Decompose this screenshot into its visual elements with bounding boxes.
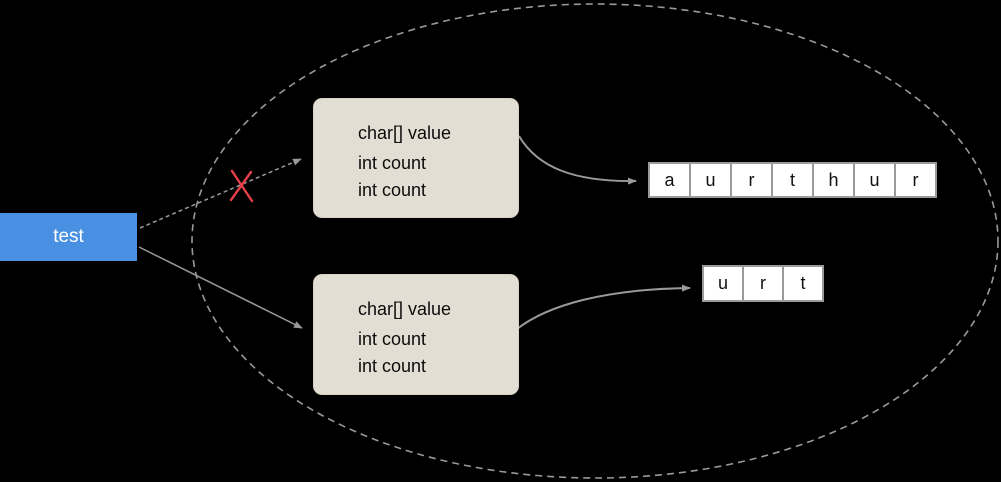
value-pointer-arrow-2 (516, 284, 691, 330)
value-pointer-arrow-1 (518, 135, 637, 185)
string-object-1: char[] value int count int count (313, 98, 519, 218)
field-int-count: int count (358, 180, 427, 200)
char-array-aurthur: a u r t h u r (648, 162, 937, 198)
red-cross-icon (229, 169, 254, 203)
old-reference-dashed-arrow (139, 158, 302, 229)
field-char-value: char[] value (358, 299, 452, 319)
char-cell: t (784, 267, 822, 300)
field-int-count: int count (358, 329, 427, 349)
char-cell: r (896, 164, 935, 196)
current-reference-arrow (138, 246, 303, 329)
char-cell: u (855, 164, 894, 196)
heap-boundary-ellipse (191, 3, 999, 479)
char-cell: a (650, 164, 689, 196)
char-cell: u (704, 267, 742, 300)
char-cell: u (691, 164, 730, 196)
char-cell: r (732, 164, 771, 196)
string-object-2: char[] value int count int count (313, 274, 519, 395)
test-reference-label: test (53, 226, 84, 247)
field-int-count: int count (358, 153, 427, 173)
char-cell: t (773, 164, 812, 196)
test-reference-box: test (0, 213, 137, 261)
field-char-value: char[] value (358, 123, 452, 143)
char-array-urt: u r t (702, 265, 824, 302)
field-int-count: int count (358, 356, 427, 376)
char-cell: h (814, 164, 853, 196)
char-cell: r (744, 267, 782, 300)
